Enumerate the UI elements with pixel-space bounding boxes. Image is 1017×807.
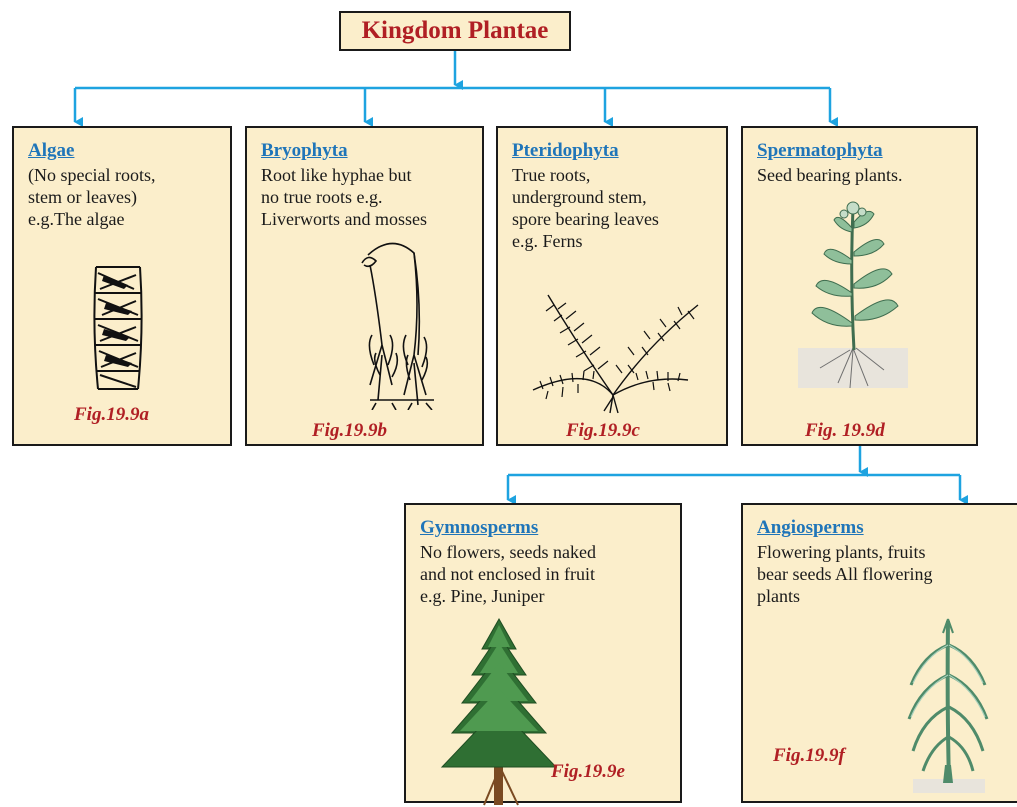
figure-label-pteridophyta: Fig.19.9c [566,420,640,442]
subgroup-heading-gymnosperms: Gymnosperms [420,517,538,539]
seed-plant-icon [798,198,908,393]
subgroup-description-angiosperms: Flowering plants, fruits bear seeds All … [757,541,1009,607]
group-heading-pteridophyta: Pteridophyta [512,140,619,162]
subgroup-box-angiosperms: Angiosperms Flowering plants, fruits bea… [741,503,1017,803]
group-heading-algae: Algae [28,140,74,162]
subgroup-box-gymnosperms: Gymnosperms No flowers, seeds naked and … [404,503,682,803]
figure-label-bryophyta: Fig.19.9b [312,420,387,442]
subgroup-heading-angiosperms: Angiosperms [757,517,864,539]
kingdom-title: Kingdom Plantae [339,11,571,51]
fern-icon [518,285,708,415]
group-box-algae: Algae (No special roots, stem or leaves)… [12,126,232,446]
group-heading-spermatophyta: Spermatophyta [757,140,883,162]
group-description-spermatophyta: Seed bearing plants. [757,164,968,186]
figure-label-spermatophyta: Fig. 19.9d [805,420,885,442]
group-description-algae: (No special roots, stem or leaves) e.g.T… [28,164,222,230]
group-description-pteridophyta: True roots, underground stem, spore bear… [512,164,718,252]
pine-tree-icon [434,617,564,807]
algae-filament-icon [84,263,154,393]
moss-icon [352,235,452,410]
group-description-bryophyta: Root like hyphae but no true roots e.g. … [261,164,474,230]
figure-label-gymnosperms: Fig.19.9e [551,761,625,783]
group-box-bryophyta: Bryophyta Root like hyphae but no true r… [245,126,484,446]
group-box-pteridophyta: Pteridophyta True roots, underground ste… [496,126,728,446]
figure-label-algae: Fig.19.9a [74,404,149,426]
maize-plant-icon [903,615,993,795]
subgroup-description-gymnosperms: No flowers, seeds naked and not enclosed… [420,541,672,607]
figure-label-angiosperms: Fig.19.9f [773,745,845,767]
group-box-spermatophyta: Spermatophyta Seed bearing plants. Fig. … [741,126,978,446]
group-heading-bryophyta: Bryophyta [261,140,348,162]
